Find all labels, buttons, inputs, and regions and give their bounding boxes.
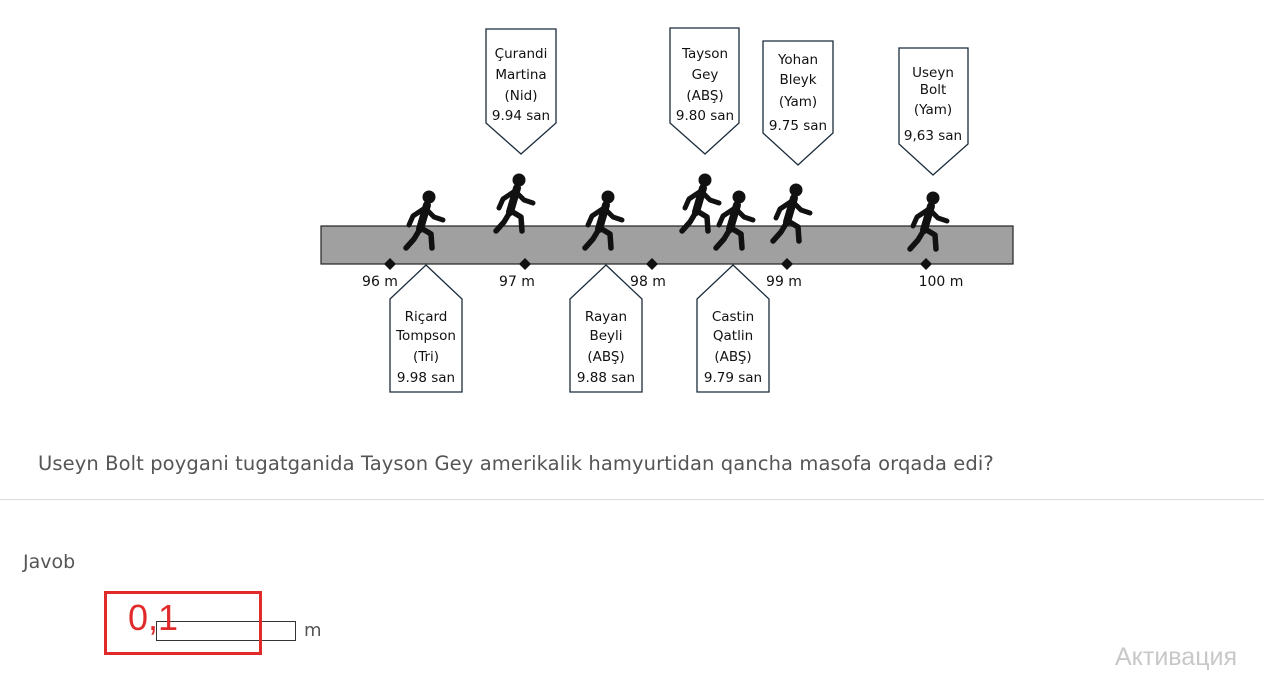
tick-markers [384, 258, 932, 270]
svg-text:Useyn: Useyn [912, 65, 954, 81]
svg-text:(Yam): (Yam) [914, 102, 952, 118]
svg-text:Tayson: Tayson [681, 46, 728, 62]
question-text: Useyn Bolt poygani tugatganida Tayson Ge… [38, 452, 994, 475]
svg-text:Riçard: Riçard [405, 309, 448, 325]
svg-text:Bolt: Bolt [920, 82, 947, 98]
tick-label: 98 m [630, 274, 666, 290]
tick-marker [646, 258, 658, 270]
callout-tayson-gey: Tayson Gey (ABŞ) 9.80 san [669, 27, 740, 155]
svg-text:(ABŞ): (ABŞ) [587, 349, 624, 365]
svg-text:Martina: Martina [495, 67, 546, 83]
answer-highlight-box [104, 591, 262, 655]
callout-useyn-bolt: Useyn Bolt (Yam) 9,63 san [898, 47, 969, 176]
callout-castin-qatlin: Castin Qatlin (ABŞ) 9.79 san [696, 264, 770, 393]
svg-text:9.79 san: 9.79 san [704, 370, 762, 386]
svg-text:9.80 san: 9.80 san [676, 108, 734, 124]
svg-text:Qatlin: Qatlin [713, 328, 753, 344]
svg-text:Tompson: Tompson [395, 328, 456, 344]
svg-text:(ABŞ): (ABŞ) [686, 88, 723, 104]
svg-text:Castin: Castin [712, 309, 754, 325]
svg-text:Çurandi: Çurandi [495, 46, 548, 62]
runner-icon [496, 174, 533, 232]
callout-curandi-martina: Çurandi Martina (Nid) 9.94 san [485, 28, 557, 155]
svg-text:9,63 san: 9,63 san [904, 128, 962, 144]
svg-text:9.75 san: 9.75 san [769, 118, 827, 134]
tick-label: 96 m [362, 274, 398, 290]
callout-ricard-tompson: Riçard Tompson (Tri) 9.98 san [389, 264, 463, 393]
tick-label: 99 m [766, 274, 802, 290]
answer-label: Javob [23, 551, 76, 573]
svg-text:9.94 san: 9.94 san [492, 108, 550, 124]
tick-label: 97 m [499, 274, 535, 290]
unit-label: m [304, 620, 322, 641]
tick-marker [920, 258, 932, 270]
svg-text:(Nid): (Nid) [505, 88, 538, 104]
runner-icon [682, 174, 719, 232]
tick-label: 100 m [919, 274, 964, 290]
svg-text:(ABŞ): (ABŞ) [714, 349, 751, 365]
svg-text:Bleyk: Bleyk [779, 72, 816, 88]
tick-marker [781, 258, 793, 270]
svg-text:9.88 san: 9.88 san [577, 370, 635, 386]
divider [0, 499, 1264, 500]
answer-value: 0,1 [128, 597, 179, 638]
tick-marker [519, 258, 531, 270]
svg-text:(Tri): (Tri) [413, 349, 439, 365]
activation-watermark: Активация [1115, 643, 1238, 671]
svg-text:9.98 san: 9.98 san [397, 370, 455, 386]
running-track [320, 225, 1014, 265]
svg-text:Rayan: Rayan [585, 309, 627, 325]
tick-marker [384, 258, 396, 270]
svg-text:(Yam): (Yam) [779, 94, 817, 110]
callout-yohan-bleyk: Yohan Bleyk (Yam) 9.75 san [762, 40, 834, 166]
svg-text:Gey: Gey [692, 67, 719, 83]
svg-text:Beyli: Beyli [589, 328, 622, 344]
callout-rayan-beyli: Rayan Beyli (ABŞ) 9.88 san [569, 264, 643, 393]
svg-text:Yohan: Yohan [777, 52, 818, 68]
race-figure: 96 m 97 m 98 m 99 m 100 m Çurandi Martin… [320, 27, 1014, 393]
